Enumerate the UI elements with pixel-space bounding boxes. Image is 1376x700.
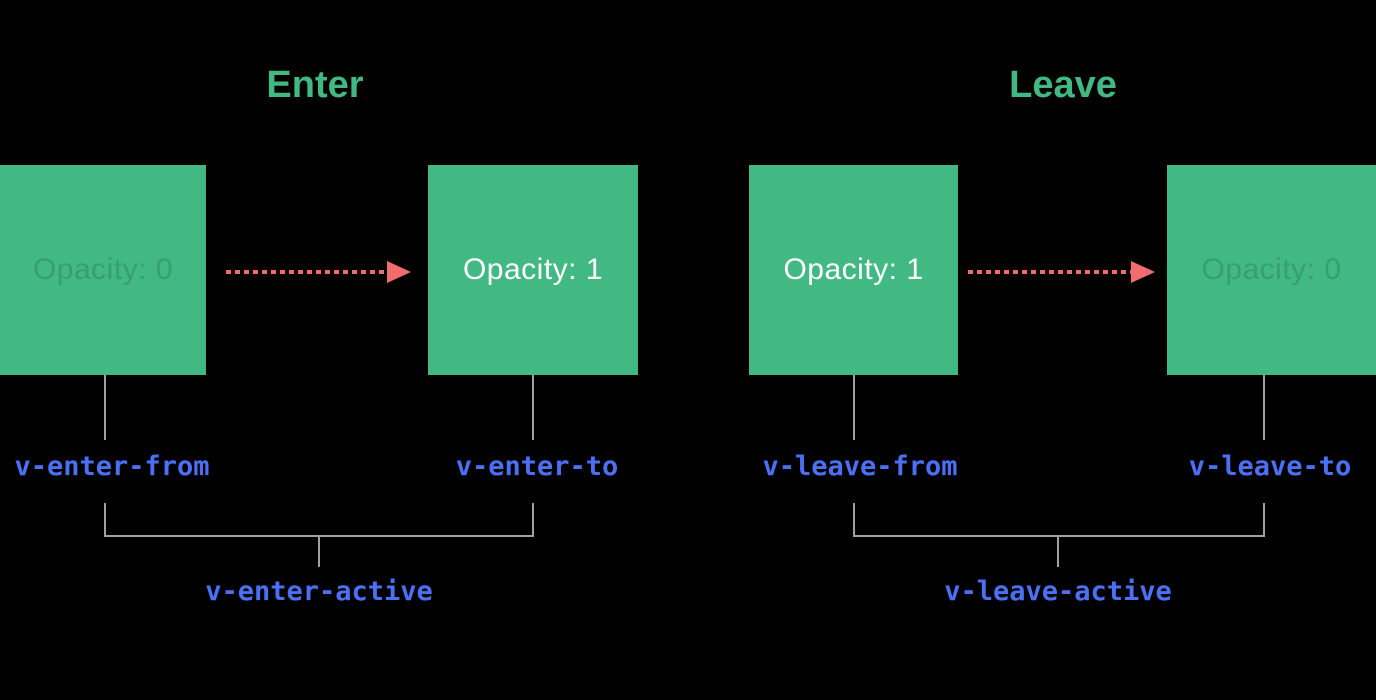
leave-section-title: Leave <box>1009 64 1117 106</box>
enter-arrow-dashed-line <box>226 270 387 274</box>
enter-to-box: Opacity: 1 <box>428 165 638 375</box>
enter-from-box: Opacity: 0 <box>0 165 206 375</box>
v-leave-active-label: v-leave-active <box>944 576 1172 607</box>
leave-active-bracket <box>853 503 1265 537</box>
leave-to-box: Opacity: 0 <box>1167 165 1376 375</box>
enter-from-box-label: Opacity: 0 <box>32 253 174 286</box>
enter-section-title: Enter <box>266 64 364 106</box>
v-leave-to-label: v-leave-to <box>1188 451 1352 482</box>
leave-from-connector-line <box>853 375 855 440</box>
leave-from-box-label: Opacity: 1 <box>783 253 924 286</box>
enter-to-box-label: Opacity: 1 <box>462 253 604 286</box>
v-leave-from-label: v-leave-from <box>762 451 958 482</box>
leave-from-box: Opacity: 1 <box>749 165 958 375</box>
leave-to-connector-line <box>1263 375 1265 440</box>
leave-active-bracket-stem <box>1057 537 1059 567</box>
leave-arrow-dashed-line <box>968 270 1131 274</box>
enter-active-bracket-stem <box>318 537 320 567</box>
enter-to-connector-line <box>532 375 534 440</box>
v-enter-active-label: v-enter-active <box>205 576 433 607</box>
enter-arrowhead-icon <box>387 261 411 283</box>
v-enter-to-label: v-enter-to <box>455 451 619 482</box>
v-enter-from-label: v-enter-from <box>14 451 210 482</box>
enter-active-bracket <box>104 503 534 537</box>
enter-from-connector-line <box>104 375 106 440</box>
leave-arrowhead-icon <box>1131 261 1155 283</box>
leave-to-box-label: Opacity: 0 <box>1201 253 1342 286</box>
